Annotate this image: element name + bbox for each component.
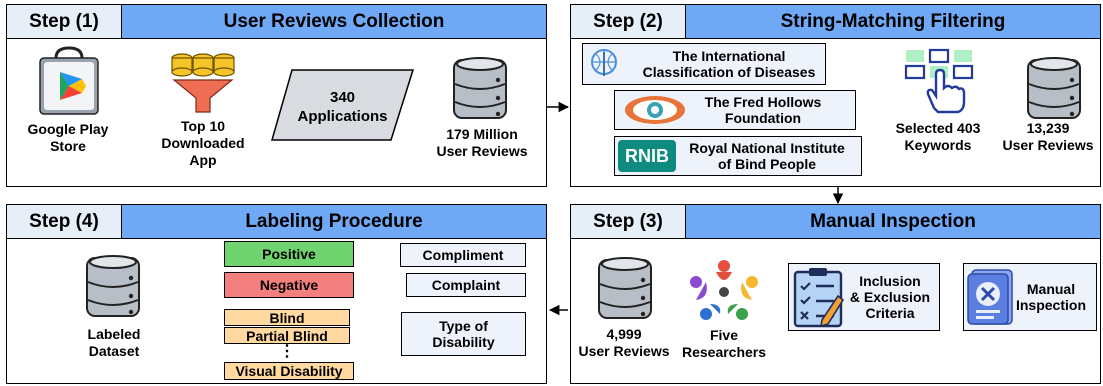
- complaint-box: Complaint: [406, 273, 526, 297]
- rnib-logo-text: RNIB: [625, 145, 669, 166]
- ellipsis: ⋮: [279, 343, 295, 360]
- blind-label-box: Blind: [224, 309, 350, 326]
- step1-header: Step (1) User Reviews Collection: [7, 5, 546, 39]
- negative-label-box: Negative: [224, 272, 354, 298]
- database-icon: [453, 57, 507, 119]
- researchers-icon: [690, 260, 758, 320]
- step3-label: Step (3): [571, 205, 686, 238]
- step1-title: User Reviews Collection: [223, 10, 445, 32]
- step4-header: Step (4) Labeling Procedure: [7, 205, 546, 239]
- step2-label: Step (2): [571, 5, 686, 38]
- database-icon: [86, 255, 140, 317]
- inspection-document-icon: [967, 269, 1013, 325]
- step3-header: Step (3) Manual Inspection: [571, 205, 1100, 239]
- step2-title: String-Matching Filtering: [780, 10, 1006, 32]
- database-icon: [598, 257, 652, 319]
- step4-label: Step (4): [7, 205, 122, 238]
- fred-hollows-logo-icon: [625, 96, 685, 124]
- database-icon: [1027, 57, 1081, 119]
- google-play-icon: [39, 46, 99, 115]
- partial-blind-label-box: Partial Blind: [224, 327, 350, 344]
- who-logo-icon: [591, 49, 617, 76]
- funnel-icon: [171, 53, 235, 113]
- checklist-icon: [793, 268, 845, 328]
- positive-label-box: Positive: [224, 241, 354, 267]
- visual-disability-label-box: Visual Disability: [224, 362, 354, 380]
- compliment-box: Compliment: [400, 243, 526, 267]
- step2-header: Step (2) String-Matching Filtering: [571, 5, 1100, 39]
- keyword-selection-icon: [904, 48, 974, 114]
- step3-title: Manual Inspection: [810, 210, 976, 232]
- applications-shape: [271, 69, 415, 141]
- rnib-logo-icon: RNIB: [618, 140, 676, 172]
- step4-title: Labeling Procedure: [245, 210, 423, 232]
- step1-label: Step (1): [7, 5, 122, 38]
